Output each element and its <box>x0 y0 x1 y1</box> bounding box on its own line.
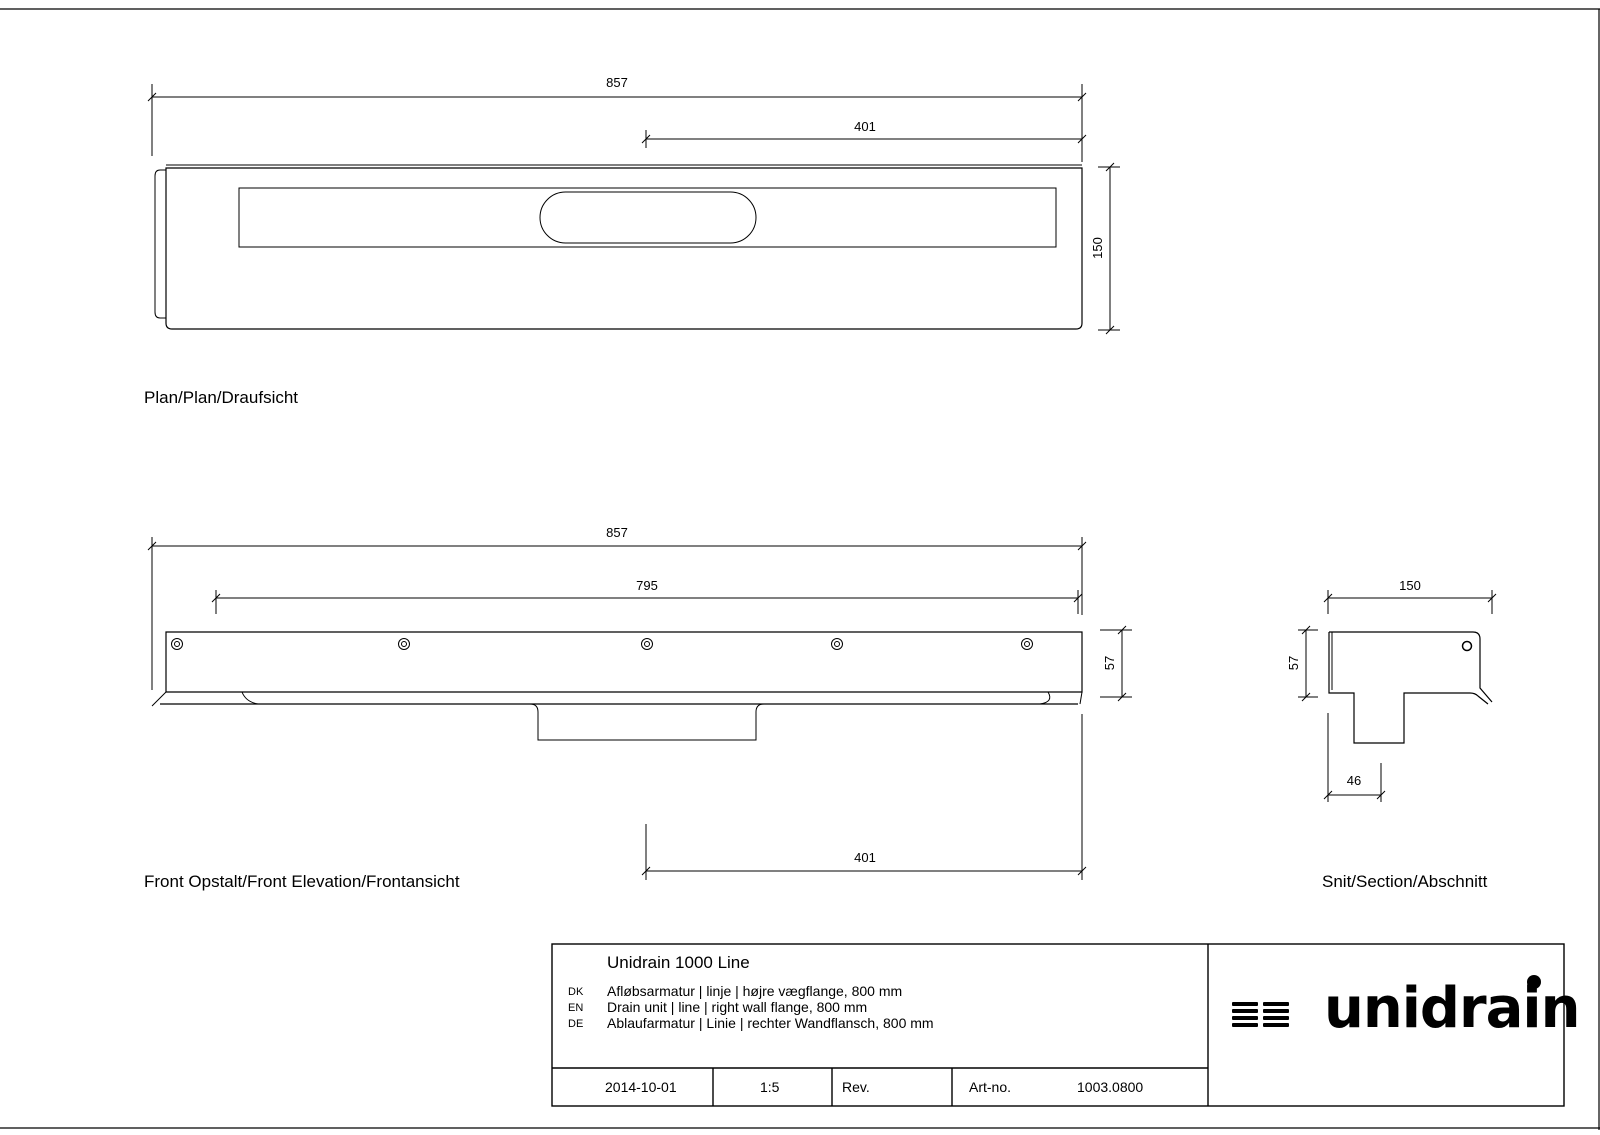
drawing-date: 2014-10-01 <box>605 1079 677 1095</box>
section-view: 150 57 46 <box>1286 578 1497 802</box>
plan-dim-overall-label: 857 <box>606 75 628 90</box>
section-dim-outlet: 46 <box>1323 713 1386 802</box>
screw-hole-inner <box>644 641 650 647</box>
front-dim-overall: 857 <box>147 525 1087 690</box>
unidrain-logo-wordmark: unidrain <box>1324 976 1580 1041</box>
front-dim-height: 57 <box>1100 625 1132 702</box>
section-screw-hole <box>1461 640 1473 652</box>
front-dim-outlet: 401 <box>641 714 1087 880</box>
screw-hole <box>831 638 843 650</box>
section-dim-height-label: 57 <box>1286 656 1301 670</box>
plan-dim-outlet: 401 <box>641 119 1087 148</box>
screw-hole-inner <box>1024 641 1030 647</box>
screw-hole <box>1021 638 1033 650</box>
screw-hole-inner <box>401 641 407 647</box>
front-dim-outlet-label: 401 <box>854 850 876 865</box>
section-dim-outlet-label: 46 <box>1347 773 1361 788</box>
screw-hole <box>641 638 653 650</box>
front-dim-flange-label: 795 <box>636 578 658 593</box>
plan-body-outline <box>165 167 1083 330</box>
drawing-scale: 1:5 <box>760 1079 780 1095</box>
plan-view-label: Plan/Plan/Draufsicht <box>144 388 299 407</box>
product-title: Unidrain 1000 Line <box>607 953 750 972</box>
title-block-frame <box>551 943 1565 1107</box>
desc-lang-dk: DK <box>568 986 584 998</box>
revision-label: Rev. <box>842 1079 870 1095</box>
plan-dim-width-label: 150 <box>1090 237 1105 259</box>
screw-hole-inner <box>174 641 180 647</box>
section-dim-width: 150 <box>1323 578 1497 614</box>
desc-text-dk: Afløbsarmatur | linje | højre vægflange,… <box>607 983 903 999</box>
section-dim-height: 57 <box>1286 625 1318 702</box>
front-dim-overall-label: 857 <box>606 525 628 540</box>
plan-outlet-oval <box>539 191 757 244</box>
desc-lang-de: DE <box>568 1018 584 1030</box>
screw-hole <box>398 638 410 650</box>
plan-slot <box>238 187 1057 248</box>
art-no-value: 1003.0800 <box>1077 1079 1144 1095</box>
front-dim-flange: 795 <box>211 578 1083 614</box>
front-view-label: Front Opstalt/Front Elevation/Frontansic… <box>144 872 460 891</box>
front-channel <box>151 691 1083 741</box>
front-wall-flange <box>165 631 1083 693</box>
front-view: 857 795 <box>147 525 1132 880</box>
screw-hole <box>171 638 183 650</box>
desc-lang-en: EN <box>568 1002 584 1014</box>
section-view-label: Snit/Section/Abschnitt <box>1322 872 1488 891</box>
section-profile-top <box>1329 631 1493 703</box>
plan-dim-outlet-label: 401 <box>854 119 876 134</box>
section-dim-width-label: 150 <box>1399 578 1421 593</box>
front-screw-holes <box>171 638 1033 650</box>
desc-text-de: Ablaufarmatur | Linie | rechter Wandflan… <box>607 1015 934 1031</box>
screw-hole-inner <box>834 641 840 647</box>
registered-mark-icon <box>1527 975 1541 989</box>
plan-left-flange <box>154 169 166 319</box>
plan-dim-overall: 857 <box>147 75 1087 162</box>
plan-view: 857 401 150 <box>147 75 1120 335</box>
plan-dim-width: 150 <box>1090 162 1120 335</box>
desc-text-en: Drain unit | line | right wall flange, 8… <box>607 999 868 1015</box>
section-profile-body <box>1328 632 1489 744</box>
art-no-label: Art-no. <box>969 1079 1012 1095</box>
unidrain-logo-icon <box>1232 1002 1289 1027</box>
front-dim-height-label: 57 <box>1102 656 1117 670</box>
